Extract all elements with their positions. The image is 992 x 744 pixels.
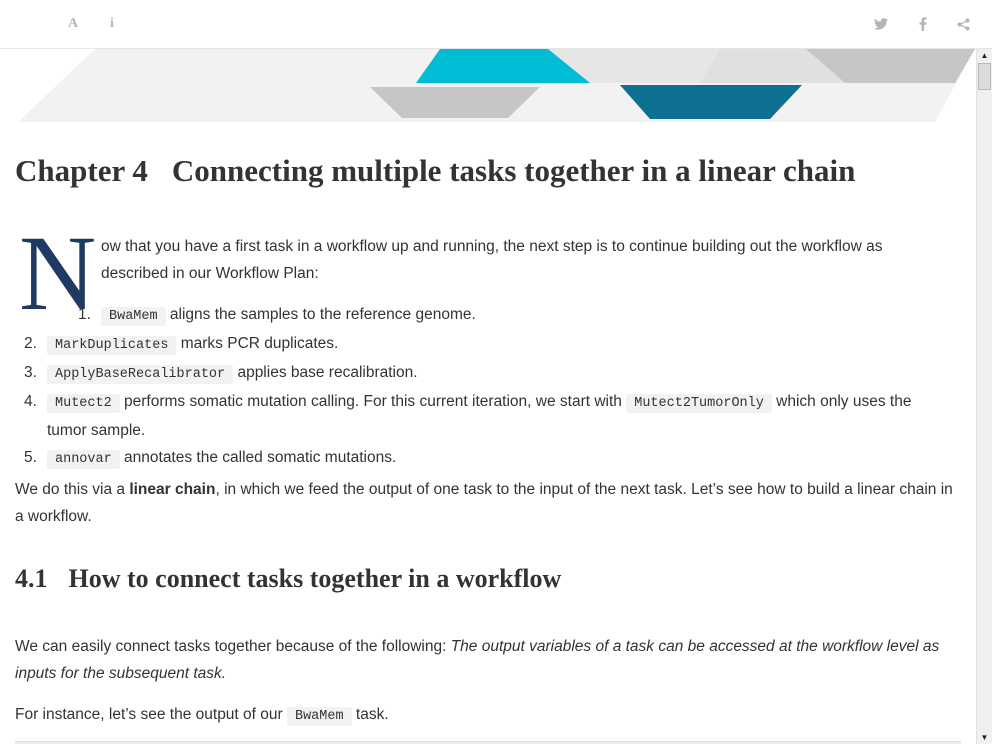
list-item-text: marks PCR duplicates. (176, 335, 339, 352)
facebook-icon (919, 17, 927, 31)
banner-dark-teal-shape (620, 85, 802, 119)
list-marker: 5. (24, 449, 37, 466)
linear-chain-paragraph: We do this via a linear chain, in which … (15, 476, 960, 530)
book-toolbar: A i (0, 0, 992, 49)
list-item: 1. BwaMem aligns the samples to the refer… (15, 301, 945, 330)
list-item: 5. annovar annotates the called somatic m… (15, 444, 945, 473)
list-marker: 4. (24, 393, 37, 410)
chapter-banner (18, 49, 975, 122)
inline-code: BwaMem (286, 707, 352, 726)
share-button[interactable] (953, 14, 973, 34)
twitter-button[interactable] (871, 14, 891, 34)
font-icon: A (67, 16, 79, 31)
share-icon (957, 18, 969, 30)
list-item-text: performs somatic mutation calling. For t… (119, 393, 627, 410)
connect-tasks-paragraph: We can easily connect tasks together bec… (15, 633, 960, 687)
list-item: 2. MarkDuplicates marks PCR duplicates. (15, 330, 945, 359)
list-item-text: applies base recalibration. (233, 364, 418, 381)
chapter-number: Chapter 4 (15, 153, 148, 188)
paragraph-text: task. (351, 706, 389, 723)
info-icon: i (110, 16, 114, 31)
list-item: 4. Mutect2 performs somatic mutation call… (15, 388, 945, 444)
scrollbar-thumb[interactable] (978, 63, 991, 90)
bold-term: linear chain (129, 481, 216, 498)
vertical-scrollbar[interactable]: ▲ ▼ (976, 49, 992, 744)
twitter-icon (874, 18, 888, 30)
list-marker: 2. (24, 335, 37, 352)
banner-gray-shape-3 (806, 49, 975, 83)
facebook-button[interactable] (913, 14, 933, 34)
banner-gray-shape-2 (700, 49, 845, 83)
list-item: 3. ApplyBaseRecalibrator applies base rec… (15, 359, 945, 388)
paragraph-text: For instance, let’s see the output of ou… (15, 706, 287, 723)
banner-teal-shape (416, 49, 590, 83)
font-settings-button[interactable]: A (63, 14, 83, 34)
section-title: 4.1 How to connect tasks together in a wo… (15, 564, 561, 594)
code-block-top (15, 741, 961, 744)
scroll-down-arrow[interactable]: ▼ (980, 733, 989, 742)
workflow-steps-list: 1. BwaMem aligns the samples to the refer… (15, 301, 945, 473)
list-marker: 1. (78, 306, 91, 323)
chapter-title: Chapter 4 Connecting multiple tasks toget… (15, 153, 855, 189)
info-button[interactable]: i (102, 14, 122, 34)
list-marker: 3. (24, 364, 37, 381)
inline-code: Mutect2 (47, 394, 120, 413)
paragraph-text: , in which we feed the output of one tas… (15, 481, 953, 525)
paragraph-text: We can easily connect tasks together bec… (15, 638, 451, 655)
inline-code: ApplyBaseRecalibrator (47, 365, 234, 384)
section-title-text: How to connect tasks together in a workf… (68, 564, 562, 593)
instance-paragraph: For instance, let’s see the output of ou… (15, 701, 960, 730)
banner-gray-shape-4 (370, 87, 540, 118)
inline-code: Mutect2TumorOnly (626, 394, 772, 413)
section-number: 4.1 (15, 564, 48, 593)
banner-gray-shape-1 (540, 49, 720, 83)
list-item-text: annotates the called somatic mutations. (119, 449, 397, 466)
book-content: Chapter 4 Connecting multiple tasks toget… (0, 49, 976, 744)
italic-statement: The output variables of a task can be ac… (15, 638, 940, 682)
scroll-up-arrow[interactable]: ▲ (980, 51, 989, 60)
list-item-text: which only uses the tumor sample. (47, 393, 912, 439)
list-item-text: aligns the samples to the reference geno… (165, 306, 476, 323)
chapter-title-text: Connecting multiple tasks together in a … (171, 153, 856, 188)
paragraph-text: We do this via a (15, 481, 130, 498)
inline-code: MarkDuplicates (47, 336, 177, 355)
inline-code: BwaMem (101, 307, 166, 326)
intro-paragraph: ow that you have a first task in a workf… (101, 238, 883, 282)
drop-cap: N (19, 215, 97, 333)
inline-code: annovar (47, 450, 120, 469)
